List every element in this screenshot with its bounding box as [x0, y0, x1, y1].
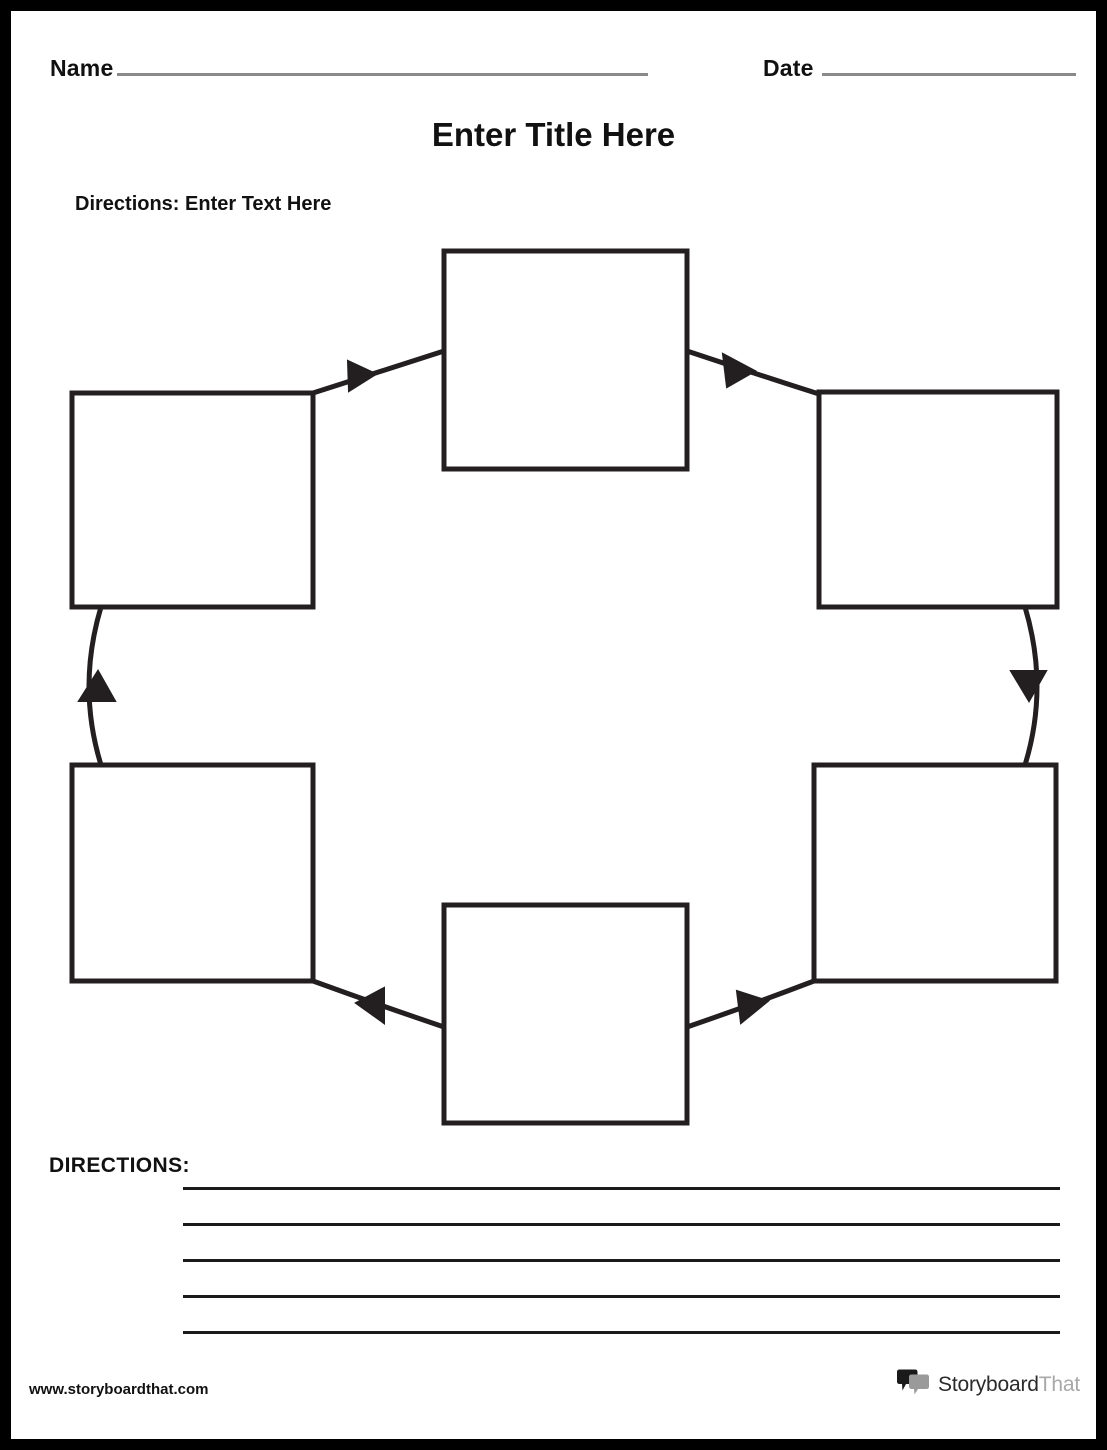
writing-line[interactable]	[183, 1223, 1060, 1226]
cycle-arrow-bottomright-to-bottom	[686, 978, 815, 1030]
writing-line[interactable]	[183, 1331, 1060, 1334]
footer-url[interactable]: www.storyboardthat.com	[29, 1381, 209, 1398]
worksheet-sheet: Name Date Enter Title Here Directions: E…	[11, 11, 1096, 1439]
cycle-arrow-topleft-to-top	[312, 348, 445, 396]
cycle-arrow-bottomleft-to-topleft	[77, 606, 117, 766]
name-label: Name	[50, 55, 114, 81]
cycle-box-bottom	[441, 902, 690, 1126]
cycle-box-top-left	[69, 390, 316, 610]
writing-line[interactable]	[183, 1259, 1060, 1262]
writing-line[interactable]	[183, 1295, 1060, 1298]
cycle-box-top-right	[816, 389, 1060, 610]
cycle-arrow-bottom-to-bottomleft	[312, 978, 445, 1030]
directions-heading: DIRECTIONS:	[49, 1154, 190, 1177]
cycle-arrow-top-to-topright	[686, 348, 820, 397]
logo-wordmark: StoryboardThat	[938, 1373, 1080, 1397]
logo-word-storyboard: Storyboard	[938, 1372, 1039, 1396]
logo-word-that: That	[1038, 1372, 1080, 1396]
storyboardthat-logo[interactable]: StoryboardThat	[896, 1369, 1080, 1400]
directions-writing-lines[interactable]	[183, 1187, 1060, 1334]
cycle-box-top	[441, 248, 690, 472]
date-input-line[interactable]	[822, 73, 1076, 76]
cycle-box-bottom-left	[69, 762, 316, 984]
directions-prompt[interactable]: Directions: Enter Text Here	[75, 193, 332, 215]
cycle-box-bottom-right	[811, 762, 1059, 984]
name-input-line[interactable]	[117, 73, 648, 76]
page-title[interactable]: Enter Title Here	[431, 116, 676, 153]
date-label: Date	[763, 55, 814, 81]
writing-line[interactable]	[183, 1187, 1060, 1190]
speech-bubbles-icon	[896, 1369, 930, 1400]
cycle-arrow-topright-to-bottomright	[1009, 606, 1048, 766]
